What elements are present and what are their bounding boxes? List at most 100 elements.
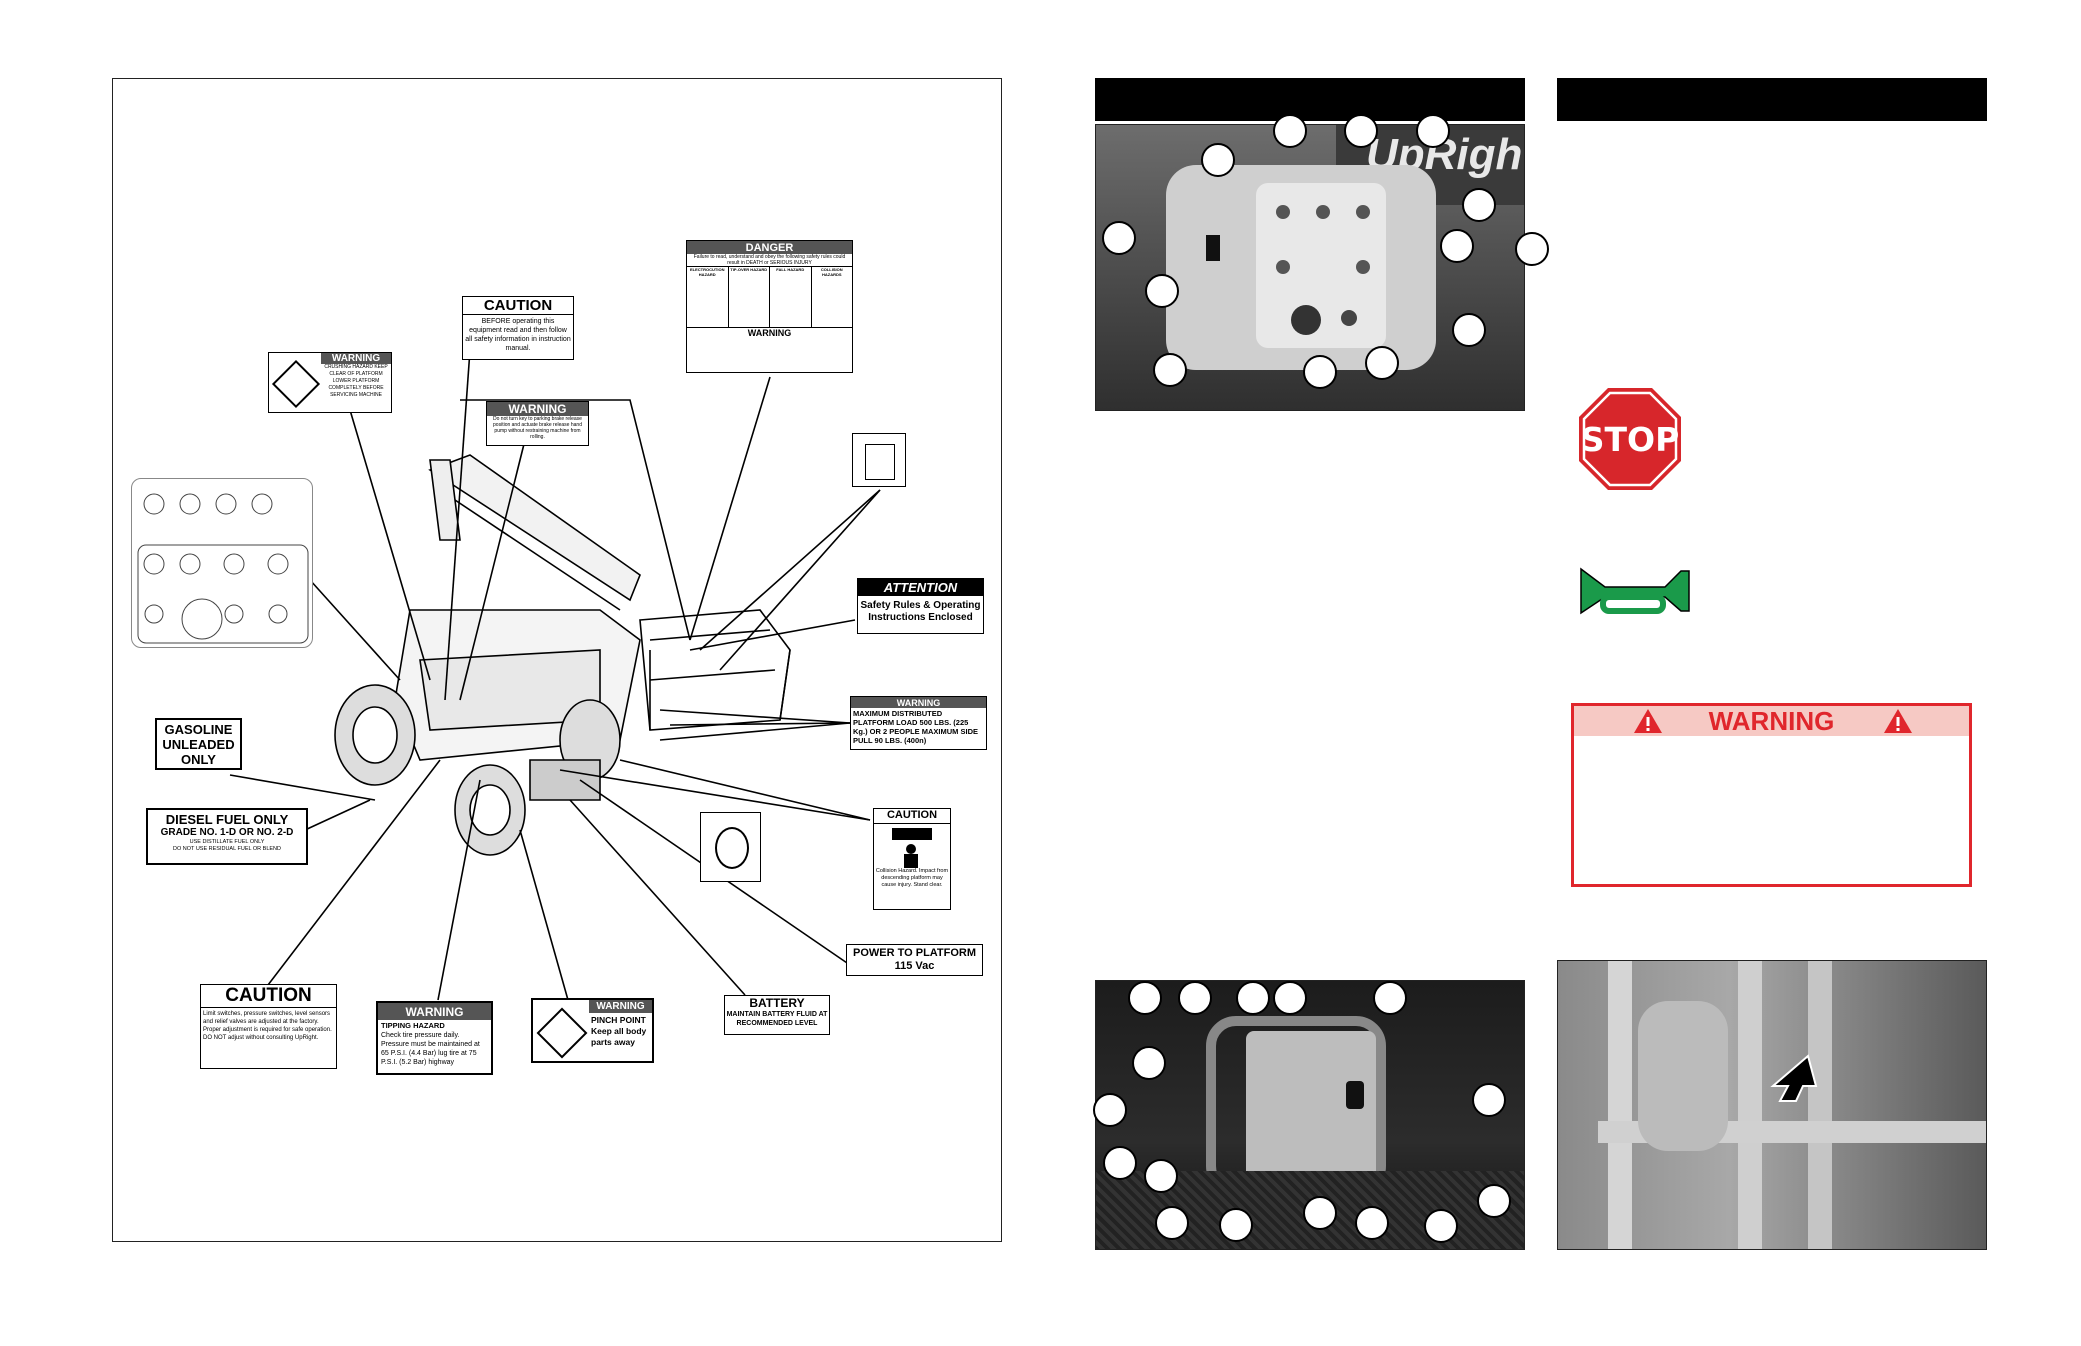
callout-marker bbox=[1344, 114, 1378, 148]
manual-box-decal bbox=[852, 433, 906, 487]
warning-brake-decal: WARNING Do not turn key to parking brake… bbox=[486, 401, 589, 446]
decal-diagram-frame bbox=[112, 78, 1002, 1242]
caution-manual-text: BEFORE operating this equipment read and… bbox=[465, 318, 571, 352]
warning-pinch-decal: WARNING PINCH POINT Keep all body parts … bbox=[531, 998, 654, 1063]
arrow-icon bbox=[1770, 1054, 1818, 1102]
callout-marker bbox=[1219, 1208, 1253, 1242]
diesel-title: DIESEL FUEL ONLY bbox=[165, 812, 289, 827]
operator-hand bbox=[1638, 1001, 1728, 1151]
callout-marker bbox=[1093, 1093, 1127, 1127]
caution-adjust-text: Limit switches, pressure switches, level… bbox=[203, 1011, 332, 1041]
caution-collision-decal: CAUTION Collision Hazard. Impact from de… bbox=[873, 808, 951, 910]
diesel-line2: DO NOT USE RESIDUAL FUEL OR BLEND bbox=[173, 846, 281, 852]
battery-text: MAINTAIN BATTERY FLUID AT RECOMMENDED LE… bbox=[726, 1011, 828, 1027]
warning-load-text: MAXIMUM DISTRIBUTED PLATFORM LOAD 500 LB… bbox=[853, 709, 979, 745]
callout-marker bbox=[1273, 981, 1307, 1015]
section-header-bar bbox=[1557, 78, 1987, 121]
callout-marker bbox=[1472, 1083, 1506, 1117]
callout-marker bbox=[1153, 353, 1187, 387]
callout-marker bbox=[1373, 981, 1407, 1015]
gasoline-text: GASOLINE UNLEADED ONLY bbox=[162, 722, 235, 767]
diesel-decal: DIESEL FUEL ONLY GRADE NO. 1-D OR NO. 2-… bbox=[146, 808, 308, 865]
warning-callout-title: WARNING bbox=[1708, 706, 1835, 736]
callout-marker bbox=[1303, 1196, 1337, 1230]
caution-collision-text: Collision Hazard. Impact from descending… bbox=[875, 868, 949, 888]
warning-pinch-title: WARNING bbox=[589, 1000, 652, 1013]
hazard-cell: TIP-OVER HAZARD bbox=[729, 267, 770, 327]
warning-triangle-icon bbox=[1884, 709, 1912, 733]
warning-crush-decal: WARNING CRUSHING HAZARD KEEP CLEAR OF PL… bbox=[268, 352, 392, 413]
caution-adjust-decal: CAUTION Limit switches, pressure switche… bbox=[200, 984, 337, 1069]
danger-decal: DANGER Failure to read, understand and o… bbox=[686, 240, 853, 373]
callout-marker bbox=[1440, 229, 1474, 263]
warning-brake-title: WARNING bbox=[487, 402, 588, 416]
callout-marker bbox=[1273, 114, 1307, 148]
caution-manual-title: CAUTION bbox=[463, 297, 573, 315]
hazard-cell: FALL HAZARD bbox=[770, 267, 812, 327]
warning-load-decal: WARNING MAXIMUM DISTRIBUTED PLATFORM LOA… bbox=[850, 696, 987, 750]
collision-hazard-icon bbox=[874, 824, 950, 868]
warning-tire-text: Check tire pressure daily. Pressure must… bbox=[381, 1032, 480, 1066]
callout-marker bbox=[1236, 981, 1270, 1015]
manual-holder-icon bbox=[865, 444, 895, 480]
tie-down-icon bbox=[715, 827, 749, 869]
caution-collision-title: CAUTION bbox=[874, 809, 950, 824]
callout-marker bbox=[1102, 221, 1136, 255]
callout-marker bbox=[1145, 274, 1179, 308]
callout-marker bbox=[1155, 1206, 1189, 1240]
callout-marker bbox=[1365, 346, 1399, 380]
callout-marker bbox=[1144, 1159, 1178, 1193]
attention-text: Safety Rules & Operating Instructions En… bbox=[860, 600, 981, 623]
callout-marker bbox=[1103, 1146, 1137, 1180]
warning-callout-header: WARNING bbox=[1574, 706, 1969, 736]
caution-adjust-title: CAUTION bbox=[201, 985, 336, 1008]
hazard-cell: COLLISION HAZARDS bbox=[820, 267, 843, 277]
caution-manual-decal: CAUTION BEFORE operating this equipment … bbox=[462, 296, 574, 360]
power-decal: POWER TO PLATFORM 115 Vac bbox=[846, 944, 983, 976]
callout-marker bbox=[1424, 1209, 1458, 1243]
platform-control-box bbox=[1166, 165, 1436, 370]
callout-marker bbox=[1477, 1184, 1511, 1218]
power-line2: 115 Vac bbox=[894, 960, 935, 972]
control-box-decal bbox=[131, 478, 313, 648]
battery-title: BATTERY bbox=[749, 996, 805, 1010]
warning-tire-title: WARNING bbox=[378, 1003, 491, 1020]
warning-brake-text: Do not turn key to parking brake release… bbox=[493, 416, 582, 440]
callout-marker bbox=[1355, 1206, 1389, 1240]
attention-title: ATTENTION bbox=[858, 579, 983, 596]
warning-load-title: WARNING bbox=[851, 697, 986, 708]
warning-triangle-icon bbox=[1634, 709, 1662, 733]
gasoline-decal: GASOLINE UNLEADED ONLY bbox=[155, 718, 242, 770]
callout-marker bbox=[1303, 355, 1337, 389]
horn-icon bbox=[1577, 563, 1693, 619]
machine-sketch bbox=[334, 454, 791, 856]
diesel-subtitle: GRADE NO. 1-D OR NO. 2-D bbox=[160, 827, 294, 838]
hazard-cell: ELECTROCUTION HAZARD bbox=[687, 267, 729, 327]
callout-marker bbox=[1515, 232, 1549, 266]
battery-decal: BATTERY MAINTAIN BATTERY FLUID AT RECOMM… bbox=[724, 995, 830, 1035]
attention-decal: ATTENTION Safety Rules & Operating Instr… bbox=[857, 578, 984, 634]
stop-sign-text: STOP bbox=[1580, 420, 1680, 459]
emergency-lowering-photo bbox=[1557, 960, 1987, 1250]
control-box-drawing bbox=[137, 493, 309, 644]
danger-decal-intro: Failure to read, understand and obey the… bbox=[687, 254, 852, 267]
danger-decal-warning: WARNING bbox=[687, 328, 852, 338]
power-line1: POWER TO PLATFORM bbox=[852, 947, 977, 959]
tie-down-decal bbox=[700, 812, 761, 882]
callout-marker bbox=[1462, 188, 1496, 222]
ground-control-box bbox=[1246, 1031, 1376, 1181]
callout-marker bbox=[1132, 1046, 1166, 1080]
section-header-bar bbox=[1095, 78, 1525, 121]
warning-pinch-text: PINCH POINT Keep all body parts away bbox=[591, 1015, 647, 1047]
callout-marker bbox=[1416, 114, 1450, 148]
callout-marker bbox=[1201, 143, 1235, 177]
stop-sign-icon: STOP bbox=[1577, 386, 1683, 492]
diesel-line1: USE DISTILLATE FUEL ONLY bbox=[189, 839, 265, 845]
warning-tire-decal: WARNING TIPPING HAZARD Check tire pressu… bbox=[376, 1001, 493, 1075]
warning-callout-box: WARNING bbox=[1571, 703, 1972, 887]
callout-marker bbox=[1178, 981, 1212, 1015]
warning-crush-title: WARNING bbox=[321, 353, 391, 364]
danger-decal-title: DANGER bbox=[687, 241, 852, 254]
